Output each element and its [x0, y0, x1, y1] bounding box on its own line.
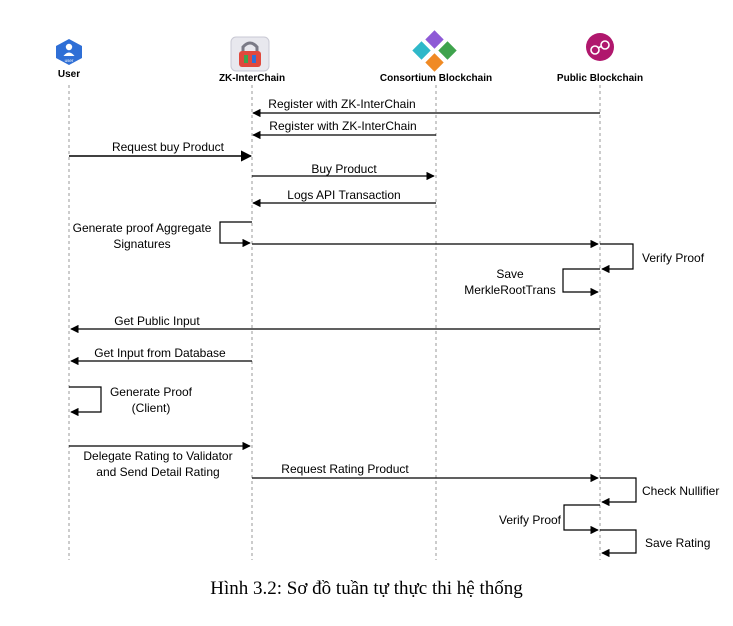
message-label-6-line-2: Signatures: [113, 237, 170, 251]
message-label-9-line-2: MerkleRootTrans: [464, 283, 556, 297]
user-icon-text: user: [65, 58, 74, 63]
actor-label-public-blockchain: Public Blockchain: [557, 73, 643, 84]
message-label-2: Register with ZK-InterChain: [269, 119, 416, 133]
message-label-3: Request buy Product: [112, 140, 225, 154]
actor-label-consortium-blockchain: Consortium Blockchain: [380, 73, 492, 84]
message-label-11: Get Input from Database: [94, 346, 226, 360]
public-blockchain-icon: [586, 33, 614, 61]
message-label-8: Verify Proof: [642, 251, 705, 265]
message-arrow-9: [562, 268, 600, 297]
message-arrow-12: [69, 386, 102, 417]
message-label-16: Verify Proof: [499, 513, 562, 527]
actor-label-user: User: [58, 69, 80, 80]
message-label-14: Request Rating Product: [281, 462, 409, 476]
sequence-diagram: user User ZK-InterChain Consortium Block…: [56, 30, 719, 560]
message-label-10: Get Public Input: [114, 314, 200, 328]
consortium-cubes-icon: [412, 30, 457, 72]
message-label-17: Save Rating: [645, 536, 710, 550]
message-arrow-8: [600, 243, 634, 274]
message-label-6-line-1: Generate proof Aggregate: [73, 221, 212, 235]
user-icon: user: [56, 39, 82, 65]
actor-label-zk-interchain: ZK-InterChain: [219, 73, 285, 84]
figure-caption: Hình 3.2: Sơ đồ tuần tự thực thi hệ thốn…: [210, 578, 523, 599]
message-label-13-line-1: Delegate Rating to Validator: [83, 449, 232, 463]
message-label-4: Buy Product: [311, 162, 377, 176]
message-label-12-line-1: Generate Proof: [110, 385, 193, 399]
message-label-9-line-1: Save: [496, 267, 524, 281]
message-arrow-16: [563, 504, 600, 535]
message-label-13-line-2: and Send Detail Rating: [96, 465, 219, 479]
message-label-15: Check Nullifier: [642, 484, 719, 498]
message-arrow-15: [600, 477, 637, 507]
message-arrow-6: [219, 221, 252, 248]
message-label-5: Logs API Transaction: [287, 188, 400, 202]
zk-interchain-lock-icon: [230, 36, 270, 72]
message-arrow-17: [600, 529, 637, 558]
message-label-12-line-2: (Client): [132, 401, 171, 415]
message-label-1: Register with ZK-InterChain: [268, 97, 415, 111]
